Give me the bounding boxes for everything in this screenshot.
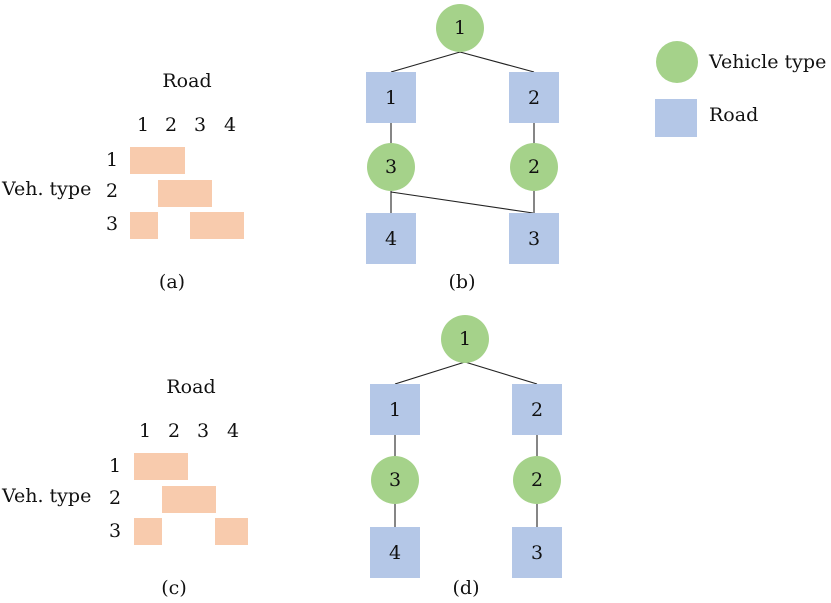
panel-d-road-node-3-box bbox=[512, 527, 562, 578]
panel-d-vehicle-node-3-circle bbox=[371, 456, 419, 504]
panel-b-edges bbox=[390, 51, 535, 214]
panel-c-bar-row3-b bbox=[215, 518, 248, 545]
panel-b-road-node-1: 1 bbox=[366, 72, 416, 123]
legend-road-label: Road bbox=[709, 104, 758, 126]
panel-b-road-node-4-label: 4 bbox=[385, 228, 397, 250]
panel-a-col-1: 1 bbox=[137, 114, 149, 136]
panel-c-row-1: 1 bbox=[109, 455, 121, 477]
panel-d-road-node-1: 1 bbox=[370, 384, 420, 435]
panel-b-road-node-3: 3 bbox=[509, 213, 559, 264]
panel-c-row-headers: 1 2 3 bbox=[109, 455, 121, 542]
panel-c-row-label: Veh. type bbox=[1, 485, 91, 507]
panel-a-bars bbox=[130, 147, 244, 239]
panel-d-vehicle-node-2: 2 bbox=[513, 456, 561, 504]
panel-d-road-node-2: 2 bbox=[512, 384, 562, 435]
panel-b-vehicle-node-1-label: 1 bbox=[454, 17, 466, 39]
panel-c-col-3: 3 bbox=[197, 420, 209, 442]
panel-d-caption: (d) bbox=[453, 577, 480, 599]
panel-a-row-2: 2 bbox=[106, 180, 118, 202]
panel-c-row-2: 2 bbox=[109, 487, 121, 509]
panel-d: 1 1 2 3 2 4 3 (d) bbox=[370, 315, 562, 599]
panel-d-vehicle-node-3: 3 bbox=[371, 456, 419, 504]
panel-a-col-2: 2 bbox=[165, 114, 177, 136]
legend-vehicle-swatch bbox=[656, 41, 698, 83]
panel-a-col-3: 3 bbox=[194, 114, 206, 136]
panel-b-road-node-2: 2 bbox=[509, 72, 559, 123]
panel-c-bar-row3-a bbox=[134, 518, 162, 545]
panel-d-road-node-4: 4 bbox=[370, 527, 420, 578]
panel-b-vehicle-node-2: 2 bbox=[510, 143, 558, 191]
panel-c-bar-row2 bbox=[162, 486, 216, 513]
panel-c-row-3: 3 bbox=[109, 520, 121, 542]
panel-a-row-1: 1 bbox=[106, 149, 118, 171]
panel-b-vehicle-node-2-circle bbox=[510, 143, 558, 191]
panel-a: Road 1 2 3 4 Veh. type 1 2 3 (a) bbox=[1, 70, 244, 293]
panel-b-road-node-1-box bbox=[366, 72, 416, 123]
panel-d-road-node-2-box bbox=[512, 384, 562, 435]
panel-b-road-node-3-label: 3 bbox=[528, 228, 540, 250]
panel-b-edge-root-right bbox=[459, 51, 535, 73]
panel-b-vehicle-node-1 bbox=[436, 4, 484, 52]
panel-b-vehicle-node-3-circle bbox=[367, 143, 415, 191]
panel-d-vehicle-node-1 bbox=[441, 315, 489, 363]
panel-d-edge-root-left bbox=[394, 361, 466, 385]
panel-b-road-node-4: 4 bbox=[366, 213, 416, 264]
panel-d-vehicle-node-3-label: 3 bbox=[389, 469, 401, 491]
panel-a-column-headers: 1 2 3 4 bbox=[137, 114, 236, 136]
panel-d-road-node-1-label: 1 bbox=[389, 399, 401, 421]
panel-b-edge-veh3-road3 bbox=[390, 191, 534, 214]
panel-b-root-node: 1 bbox=[436, 4, 484, 52]
panel-d-road-node-1-box bbox=[370, 384, 420, 435]
panel-b-road-node-2-box bbox=[509, 72, 559, 123]
panel-d-road-node-3-label: 3 bbox=[531, 542, 543, 564]
panel-c-bar-row1 bbox=[134, 453, 188, 480]
panel-a-row-headers: 1 2 3 bbox=[106, 149, 118, 235]
panel-a-bar-row3-a bbox=[130, 212, 158, 239]
panel-b-vehicle-node-3: 3 bbox=[367, 143, 415, 191]
legend: Vehicle type Road bbox=[655, 41, 826, 137]
panel-a-title: Road bbox=[162, 70, 211, 92]
panel-a-row-label: Veh. type bbox=[1, 178, 91, 200]
panel-b: 1 1 2 3 2 4 3 (b) bbox=[366, 4, 559, 293]
panel-d-road-node-4-label: 4 bbox=[389, 542, 401, 564]
panel-b-edge-root-left bbox=[390, 51, 461, 73]
panel-d-vehicle-node-1-label: 1 bbox=[459, 328, 471, 350]
panel-c-title: Road bbox=[166, 376, 215, 398]
panel-d-vehicle-node-2-label: 2 bbox=[531, 469, 543, 491]
panel-c-col-2: 2 bbox=[168, 420, 180, 442]
panel-b-vehicle-node-3-label: 3 bbox=[385, 156, 397, 178]
panel-c: Road 1 2 3 4 Veh. type 1 2 3 (c) bbox=[1, 376, 248, 599]
panel-b-vehicle-node-2-label: 2 bbox=[528, 156, 540, 178]
panel-c-col-1: 1 bbox=[139, 420, 151, 442]
panel-a-col-4: 4 bbox=[224, 114, 236, 136]
panel-d-road-node-3: 3 bbox=[512, 527, 562, 578]
panel-d-road-node-2-label: 2 bbox=[531, 399, 543, 421]
panel-c-bars bbox=[134, 453, 248, 545]
panel-b-caption: (b) bbox=[449, 271, 476, 293]
panel-d-road-node-4-box bbox=[370, 527, 420, 578]
legend-road-swatch bbox=[655, 99, 697, 137]
panel-b-road-node-2-label: 2 bbox=[528, 87, 540, 109]
legend-vehicle-label: Vehicle type bbox=[708, 51, 826, 73]
panel-d-edges bbox=[394, 361, 538, 527]
panel-b-road-node-4-box bbox=[366, 213, 416, 264]
panel-d-edge-root-right bbox=[464, 361, 538, 385]
panel-a-row-3: 3 bbox=[106, 213, 118, 235]
panel-c-col-4: 4 bbox=[227, 420, 239, 442]
panel-a-caption: (a) bbox=[159, 271, 185, 293]
panel-a-bar-row2 bbox=[158, 180, 212, 207]
panel-d-vehicle-node-2-circle bbox=[513, 456, 561, 504]
panel-a-bar-row3-b bbox=[190, 212, 244, 239]
panel-a-bar-row1 bbox=[130, 147, 185, 174]
panel-d-root-node: 1 bbox=[441, 315, 489, 363]
panel-b-road-node-3-box bbox=[509, 213, 559, 264]
panel-c-caption: (c) bbox=[161, 577, 186, 599]
panel-b-road-node-1-label: 1 bbox=[385, 87, 397, 109]
panel-c-column-headers: 1 2 3 4 bbox=[139, 420, 239, 442]
